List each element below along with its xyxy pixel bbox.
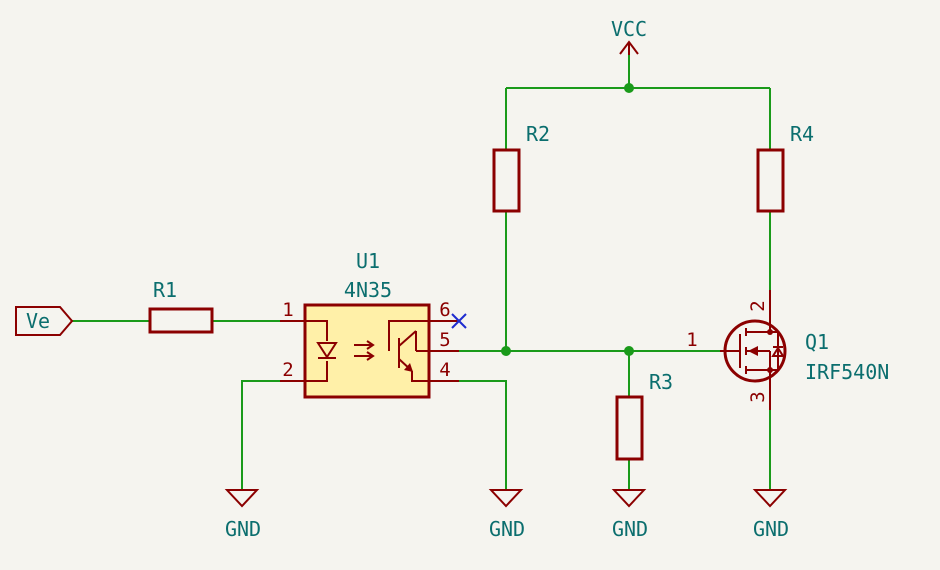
wire-u1-pin4-gnd <box>459 380 507 490</box>
r3-label: R3 <box>649 370 673 394</box>
phototransistor-icon <box>388 320 429 382</box>
u1-pin5-number: 5 <box>439 329 450 351</box>
gnd-symbol-2: GND <box>488 489 525 541</box>
mosfet-q1: Q1 IRF540N 1 2 3 <box>686 290 889 410</box>
wires <box>72 55 771 490</box>
input-label-text: Ve <box>26 309 50 333</box>
optocoupler-u1: U1 4N35 1 2 6 5 4 <box>280 249 467 399</box>
gnd-label-4: GND <box>753 517 789 541</box>
gnd-symbol-4: GND <box>752 489 789 541</box>
u1-pin4-number: 4 <box>439 359 450 381</box>
gnd-label-1: GND <box>225 517 261 541</box>
resistor-r3: R3 <box>615 370 673 461</box>
junction-r2-node <box>501 346 511 356</box>
junction-r3-node <box>624 346 634 356</box>
gnd-label-2: GND <box>489 517 525 541</box>
r1-label: R1 <box>153 278 177 302</box>
resistor-r4: R4 <box>756 122 814 213</box>
u1-pin2-number: 2 <box>282 359 293 381</box>
q1-value-label: IRF540N <box>805 360 889 384</box>
u1-pin1-number: 1 <box>282 299 293 321</box>
u1-value-label: 4N35 <box>344 278 392 302</box>
wire-u1-pin2-gnd <box>241 380 280 490</box>
u1-ref-label: U1 <box>356 249 380 273</box>
junction-vcc <box>624 83 634 93</box>
q1-pin1-number: 1 <box>686 329 697 351</box>
resistor-r1: R1 <box>148 278 214 334</box>
input-label-ve: Ve <box>15 306 74 336</box>
light-arrows-icon <box>354 340 375 361</box>
vcc-power-symbol: VCC <box>611 17 647 55</box>
q1-pin2-number: 2 <box>747 300 769 311</box>
gnd-symbol-3: GND <box>611 489 648 541</box>
no-connect-marker <box>451 313 467 329</box>
vcc-label: VCC <box>611 17 647 41</box>
led-icon <box>305 320 338 382</box>
resistor-r2: R2 <box>492 122 550 213</box>
r2-label: R2 <box>526 122 550 146</box>
u1-pin6-number: 6 <box>439 299 450 321</box>
q1-pin3-number: 3 <box>747 391 769 402</box>
gnd-symbol-1: GND <box>224 489 261 541</box>
r4-label: R4 <box>790 122 814 146</box>
q1-ref-label: Q1 <box>805 330 829 354</box>
gnd-label-3: GND <box>612 517 648 541</box>
